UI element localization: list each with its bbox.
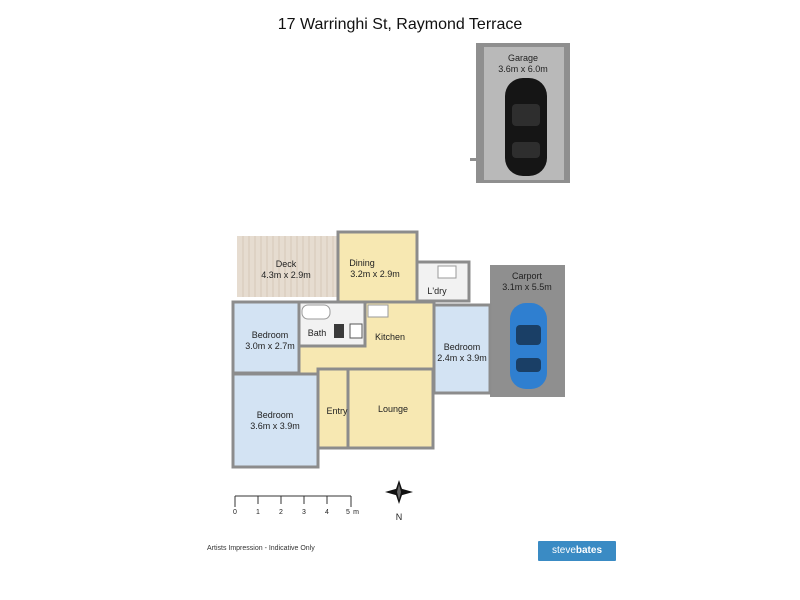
deck: Deck 4.3m x 2.9m	[237, 236, 338, 297]
scale-tick-3: 3	[302, 509, 306, 516]
garage-car-icon	[505, 78, 547, 176]
entry-name: Entry	[326, 406, 348, 416]
scale-bar: 0 1 2 3 4 5 m	[233, 495, 359, 516]
scale-tick-0: 0	[233, 509, 237, 516]
scale-tick-1: 1	[256, 509, 260, 516]
appliance-icon	[334, 324, 344, 338]
house: Dining 3.2m x 2.9m L'dry Bedroom 3.0m x …	[231, 230, 492, 469]
carport-name: Carport	[512, 271, 543, 281]
garage-name: Garage	[508, 53, 538, 63]
bedroom2-name: Bedroom	[444, 342, 481, 352]
scale-tick-2: 2	[279, 509, 283, 516]
bedroom1-name: Bedroom	[252, 330, 289, 340]
carport-size: 3.1m x 5.5m	[502, 282, 552, 292]
deck-size: 4.3m x 2.9m	[261, 270, 311, 280]
kitchen-name: Kitchen	[375, 332, 405, 342]
scale-tick-5: 5	[346, 509, 350, 516]
deck-name: Deck	[276, 259, 297, 269]
bedroom3-name: Bedroom	[257, 410, 294, 420]
compass-icon: N	[385, 480, 413, 522]
compass-label: N	[396, 512, 403, 522]
lounge-name: Lounge	[378, 404, 408, 414]
brand-part-a: steve	[551, 545, 576, 556]
bathtub-icon	[301, 304, 331, 320]
dining-size: 3.2m x 2.9m	[350, 269, 400, 279]
bath-name: Bath	[308, 328, 327, 338]
brand-part-b: bates	[575, 545, 603, 556]
carport-car-icon	[510, 303, 547, 389]
garage-size: 3.6m x 6.0m	[498, 64, 548, 74]
garage: Garage 3.6m x 6.0m	[470, 43, 570, 183]
page-title: 17 Warringhi St, Raymond Terrace	[277, 16, 523, 33]
disclaimer: Artists Impression - Indicative Only	[207, 545, 315, 552]
laundry-name: L'dry	[427, 286, 447, 296]
bedroom1-size: 3.0m x 2.7m	[245, 341, 295, 351]
scale-unit: m	[353, 509, 359, 516]
laundry-tub-icon	[437, 265, 457, 279]
brand-logo: stevebates	[538, 541, 616, 561]
bedroom3-size: 3.6m x 3.9m	[250, 421, 300, 431]
dining-name: Dining	[349, 258, 375, 268]
scale-tick-4: 4	[325, 509, 329, 516]
bedroom2-size: 2.4m x 3.9m	[437, 353, 487, 363]
kitchen-sink-icon	[367, 304, 389, 318]
carport: Carport 3.1m x 5.5m	[490, 265, 565, 397]
cooktop-icon	[349, 323, 363, 339]
